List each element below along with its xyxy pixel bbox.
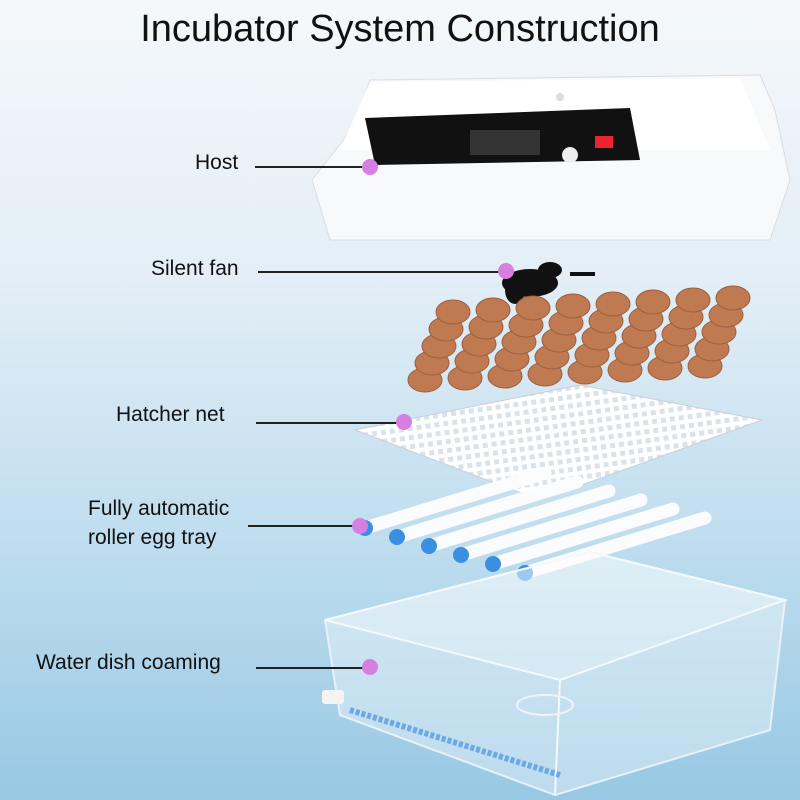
host-marker xyxy=(362,159,378,175)
net-leader-line xyxy=(256,422,398,424)
water-tray xyxy=(322,550,789,797)
roller xyxy=(358,466,552,535)
tray-label-line1: Fully automatic xyxy=(88,497,230,520)
fan-leader-line xyxy=(258,271,500,273)
roller xyxy=(390,475,584,544)
egg xyxy=(475,297,511,323)
water-marker xyxy=(362,659,378,675)
fan xyxy=(502,262,595,304)
page-title: Incubator System Construction xyxy=(140,8,660,50)
roller xyxy=(518,511,712,580)
water-label: Water dish coaming xyxy=(36,651,221,674)
egg xyxy=(435,299,471,325)
egg xyxy=(715,285,751,311)
tray-label-line2: roller egg tray xyxy=(88,526,217,549)
host-leader-line xyxy=(255,166,367,168)
egg xyxy=(595,291,631,317)
fan-marker xyxy=(498,263,514,279)
egg xyxy=(635,289,671,315)
roller-cap xyxy=(389,529,405,545)
roller-tray xyxy=(357,466,712,581)
tray-marker xyxy=(352,518,368,534)
net-marker xyxy=(396,414,412,430)
fan-label: Silent fan xyxy=(151,257,239,280)
egg xyxy=(515,295,551,321)
roller-cap xyxy=(453,547,469,563)
roller xyxy=(486,502,680,571)
egg xyxy=(555,293,591,319)
tray-leader-line xyxy=(248,525,354,527)
host-lid xyxy=(311,74,791,241)
host-label: Host xyxy=(195,151,239,174)
roller-cap xyxy=(421,538,437,554)
roller-cap xyxy=(485,556,501,572)
roller xyxy=(422,484,616,553)
hatcher-net xyxy=(353,384,764,501)
roller xyxy=(454,493,648,562)
eggs xyxy=(407,285,751,393)
water-leader-line xyxy=(256,667,364,669)
net-label: Hatcher net xyxy=(116,403,225,426)
egg xyxy=(675,287,711,313)
